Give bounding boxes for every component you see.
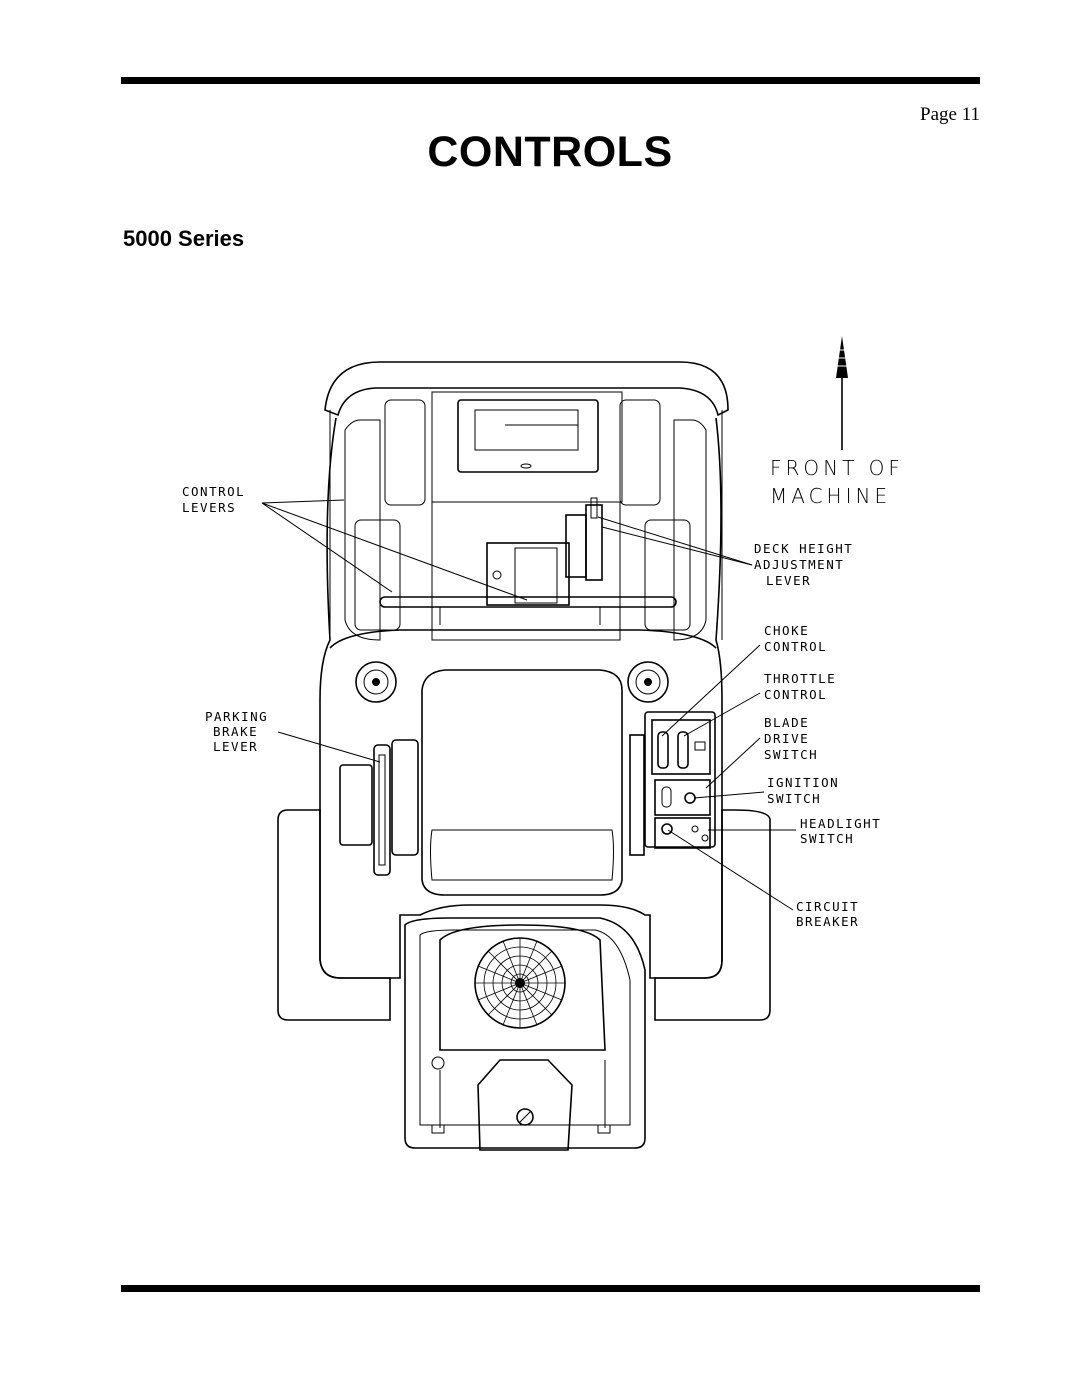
right-knob <box>627 661 669 703</box>
callout-ignition-2: SWITCH <box>767 791 821 806</box>
top-rule <box>121 77 980 84</box>
front-label-line2: MACHINE <box>770 484 891 508</box>
callout-parking-2: BRAKE <box>213 724 258 739</box>
callout-blade-2: DRIVE <box>764 731 809 746</box>
callout-blade-1: BLADE <box>764 715 809 730</box>
callout-throttle-1: THROTTLE <box>764 671 836 686</box>
controls-diagram: FRONT OF MACHINE <box>182 336 904 1151</box>
bottom-rule <box>121 1285 980 1292</box>
callout-breaker-2: BREAKER <box>796 914 859 929</box>
callout-choke-2: CONTROL <box>764 639 827 654</box>
callout-deck-1: DECK HEIGHT <box>754 541 853 556</box>
callout-headlight-1: HEADLIGHT <box>800 816 881 831</box>
section-heading: 5000 Series <box>123 226 245 251</box>
callout-choke-1: CHOKE <box>764 623 809 638</box>
left-knob <box>355 661 397 703</box>
mower-body <box>277 361 771 1151</box>
callout-control-levers-2: LEVERS <box>182 500 236 515</box>
callout-breaker-1: CIRCUIT <box>796 899 859 914</box>
callout-headlight-2: SWITCH <box>800 831 854 846</box>
callout-blade-3: SWITCH <box>764 747 818 762</box>
callout-parking-3: LEVER <box>213 739 258 754</box>
callout-deck-2: ADJUSTMENT <box>754 557 844 572</box>
front-arrow <box>836 336 848 450</box>
page-number: Page 11 <box>920 104 980 125</box>
callout-throttle-2: CONTROL <box>764 687 827 702</box>
callout-control-levers-1: CONTROL <box>182 484 245 499</box>
callout-ignition-1: IGNITION <box>767 775 839 790</box>
callout-deck-3: LEVER <box>766 573 811 588</box>
front-label-line1: FRONT OF <box>770 456 904 480</box>
page-title: CONTROLS <box>427 128 673 176</box>
callout-parking-1: PARKING <box>205 709 268 724</box>
